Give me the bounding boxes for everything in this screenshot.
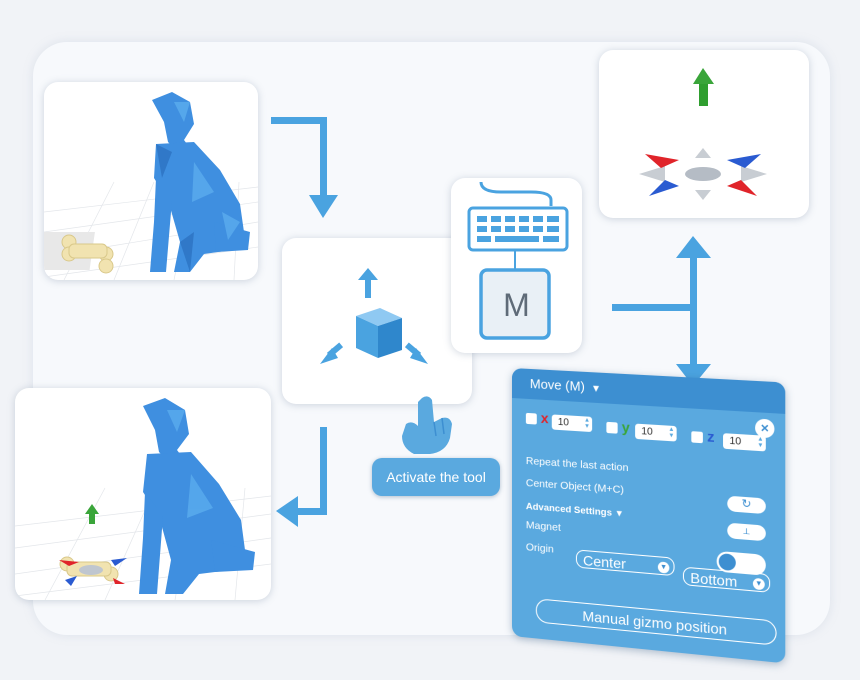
chevron-down-icon: ▼	[657, 561, 670, 574]
repeat-last-action-label[interactable]: Repeat the last action	[525, 454, 629, 475]
z-axis-label: z	[707, 428, 715, 446]
move-tool-icon	[320, 268, 428, 364]
arrow-branch-icon	[612, 236, 711, 386]
chevron-down-icon: ▼	[752, 577, 765, 591]
dog-model-image	[44, 92, 258, 280]
x-axis-label: x	[540, 409, 549, 427]
move-tool-card[interactable]	[282, 238, 472, 404]
y-axis-label: y	[621, 418, 630, 436]
advanced-settings-label[interactable]: Advanced Settings ▼	[525, 501, 624, 519]
y-axis-checkbox[interactable]	[606, 421, 618, 434]
move-tool-panel: Move (M)▼ × x 10▲▼ y 10▲▼ z 10▲▼ Repeat …	[512, 368, 786, 664]
dog-model-preview-bottom	[15, 388, 271, 600]
x-value-input[interactable]: 10▲▼	[551, 414, 593, 433]
gizmo-icon	[639, 68, 767, 200]
center-object-label: Center Object (M+C)	[525, 476, 624, 497]
chevron-down-icon: ▼	[591, 383, 602, 396]
dog-model-preview-top	[44, 82, 258, 280]
y-value-input[interactable]: 10▲▼	[635, 423, 677, 442]
magnet-label: Magnet	[525, 519, 561, 534]
arrow-right-down-icon	[271, 117, 338, 218]
x-axis-checkbox[interactable]	[525, 412, 537, 425]
origin-label: Origin	[525, 541, 554, 556]
hand-pointer-icon	[402, 396, 452, 454]
z-value-input[interactable]: 10▲▼	[723, 433, 766, 452]
dog-model-with-gizmo-image	[15, 398, 271, 600]
shortcut-key-label: M	[503, 287, 530, 323]
manual-gizmo-position-button[interactable]: Manual gizmo position	[535, 598, 777, 646]
z-axis-checkbox[interactable]	[691, 431, 703, 444]
panel-title: Move (M)▼	[529, 375, 602, 396]
keyboard-icon	[467, 181, 569, 340]
keyboard-shortcut-card: M	[451, 178, 582, 353]
gizmo-icon	[59, 504, 127, 586]
chevron-down-icon: ▼	[614, 507, 624, 519]
gizmo-preview-card	[599, 50, 809, 218]
arrow-down-left-icon	[276, 427, 327, 527]
toggle-knob	[718, 553, 736, 572]
refresh-icon[interactable]: ↻	[727, 495, 766, 515]
magnet-icon[interactable]: ⟂	[727, 522, 766, 542]
activate-tool-callout: Activate the tool	[372, 458, 500, 496]
origin-horizontal-select[interactable]: Center▼	[575, 549, 675, 577]
